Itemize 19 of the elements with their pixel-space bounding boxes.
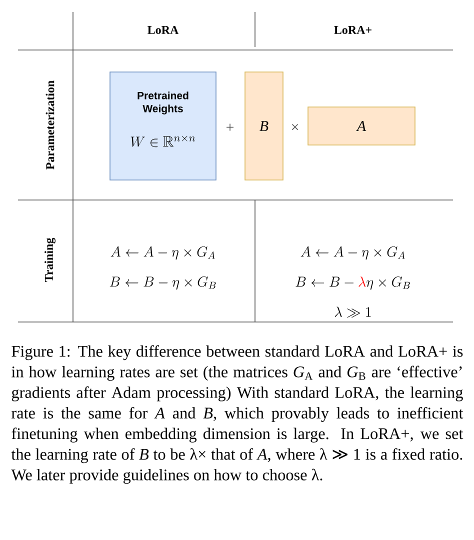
update-formula: $B \leftarrow B - \eta \times G_B$ xyxy=(110,276,216,290)
formula: $W \in \mathbb{R}^{n \times n}$ xyxy=(130,136,196,148)
weights-matrix-box xyxy=(110,72,216,180)
row-header: Training xyxy=(44,238,56,282)
column-header: LoRA+ xyxy=(334,26,372,34)
matrix-box xyxy=(308,106,416,146)
row-header: Parameterization xyxy=(46,80,54,170)
operator-symbol: × xyxy=(292,124,298,130)
box-title: Pretrained Weights xyxy=(138,92,188,114)
update-formula: $A \leftarrow A - \eta \times G_A$ xyxy=(300,246,405,260)
operator-symbol: + xyxy=(226,124,234,131)
figure-caption: Figure 1: The key difference between standard LoRA and LoRA+ is in how learning rates are set (the matrices G$_{A}$ and G$_{B}$ are ‘effective’ gradients after Adam processing) With standard LoRA, the learning rate is the same for A and B, which provably leads to inefficient finetuning when embedding dimension is large. In LoRA+, we set the learning rate of B to be λ× that of A, where λ ≫ 1 is a fixed ratio. We later provide guidelines on how to choose λ. xyxy=(11,345,464,484)
column-header: LoRA xyxy=(148,26,179,34)
matrix-label: B xyxy=(260,121,268,131)
update-formula: $\lambda \gg 1$ xyxy=(334,306,371,318)
matrix-label: A xyxy=(356,121,366,131)
update-formula: $A \leftarrow A - \eta \times G_A$ xyxy=(110,246,215,260)
update-formula: $B \leftarrow B - {\color{red}\lambda} \eta \times G_B$ xyxy=(296,276,410,290)
matrix-box xyxy=(244,72,284,180)
